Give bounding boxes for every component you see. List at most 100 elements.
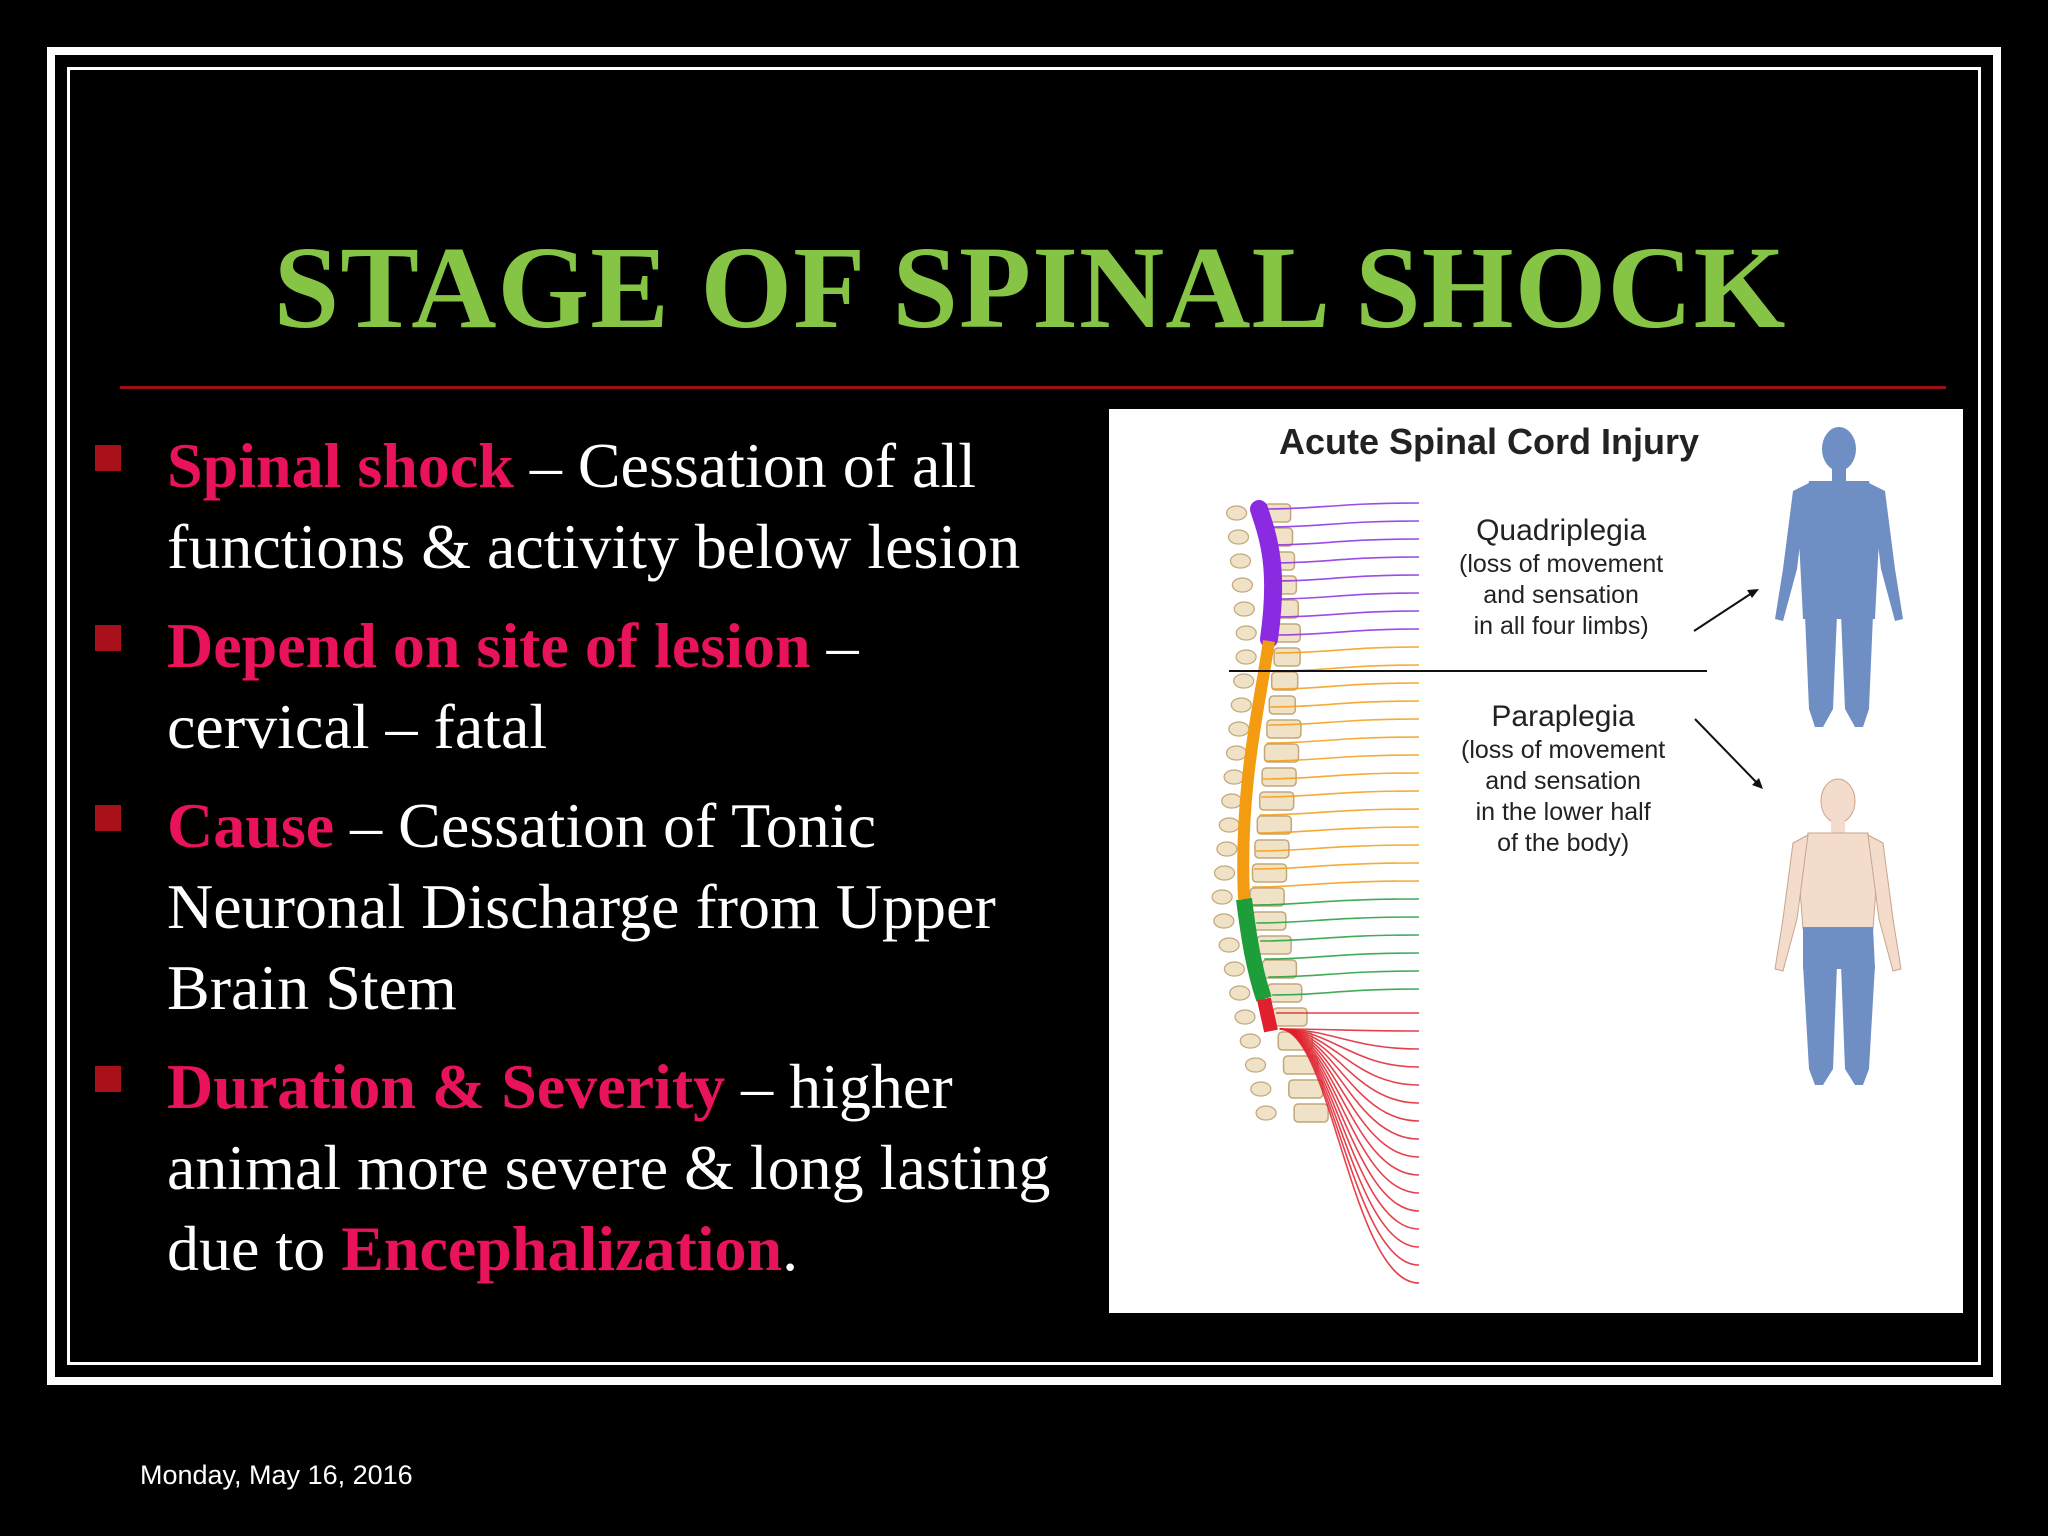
nerve-root [1272, 574, 1420, 582]
bullet-text: functions & activity below lesion [167, 511, 1021, 582]
nerve-root [1275, 610, 1420, 618]
nerve-root [1268, 520, 1420, 528]
vertebra-process [1235, 625, 1257, 641]
vertebra [1254, 839, 1290, 859]
bullet-marker [95, 1066, 121, 1092]
vertebra-process [1230, 697, 1252, 713]
vertebra [1256, 815, 1293, 835]
vertebra-process [1221, 793, 1243, 809]
vertebra [1249, 887, 1285, 907]
title-divider [120, 386, 1946, 389]
bullet-marker [95, 805, 121, 831]
vertebra-process [1218, 937, 1240, 953]
bullet-spinal-shock: Spinal shock – Cessation of all function… [90, 425, 1120, 587]
nerve-root [1268, 970, 1420, 978]
nerve-root [1279, 1028, 1420, 1284]
vertebra-process [1244, 1057, 1267, 1073]
bullet-term: Spinal shock [167, 430, 514, 501]
paraplegia-desc-line: and sensation [1485, 767, 1641, 795]
human-figure-quadriplegia [1775, 427, 1903, 727]
quadriplegia-desc-line: (loss of movement [1459, 550, 1664, 578]
bullet-duration-severity: Duration & Severity – higher animal more… [90, 1046, 1120, 1289]
paraplegia-desc-line: of the body) [1497, 829, 1630, 857]
vertebra-process [1213, 865, 1236, 881]
nerve-root [1259, 808, 1420, 816]
spinal-cord-cervical [1250, 500, 1283, 648]
vertebra [1293, 1103, 1329, 1123]
arrowhead-paraplegia [1752, 778, 1763, 789]
bullet-text: – Cessation of Tonic [334, 790, 876, 861]
nerve-root [1271, 556, 1420, 564]
nerve-root [1253, 862, 1420, 870]
quadriplegia-desc-line: and sensation [1483, 581, 1639, 609]
nerve-root [1270, 700, 1420, 708]
vertebra [1272, 1007, 1308, 1027]
nerve-root [1260, 934, 1420, 942]
slide-title: STAGE OF SPINAL SHOCK [273, 222, 1787, 353]
spinal-nerves [1252, 502, 1420, 1284]
vertebra-process [1228, 721, 1250, 737]
vertebra-process [1227, 529, 1250, 545]
nerve-root [1262, 772, 1420, 780]
vertebrae [1211, 503, 1329, 1123]
vertebra-process [1225, 745, 1248, 761]
vertebra-process [1229, 985, 1251, 1001]
arrow-paraplegia [1694, 718, 1760, 786]
nerve-root [1272, 988, 1420, 996]
vertebra-process [1213, 913, 1235, 929]
vertebra [1261, 767, 1297, 787]
nerve-root [1257, 826, 1420, 834]
nerve-root [1269, 538, 1420, 546]
vertebra [1261, 959, 1298, 979]
paraplegia-desc-line: in the lower half [1475, 798, 1651, 826]
bullet-text: due to [167, 1213, 342, 1284]
paraplegia-heading: Paraplegia [1491, 700, 1635, 733]
vertebra [1288, 1079, 1324, 1099]
bullet-marker [95, 445, 121, 471]
paraplegia-desc-line: (loss of movement [1461, 736, 1666, 764]
spinal-cord-injury-figure: Acute Spinal Cord Injury Quadriplegia (l… [1109, 409, 1963, 1313]
vertebra [1258, 791, 1295, 811]
label-paraplegia: Paraplegia (loss of movement and sensati… [1461, 699, 1665, 859]
vertebra-process [1239, 1033, 1261, 1049]
nerve-root [1252, 898, 1420, 906]
vertebra-process [1216, 841, 1238, 857]
vertebra-process [1218, 817, 1240, 833]
vertebra-process [1250, 1081, 1272, 1097]
spinal-cord-thoracic [1237, 640, 1275, 900]
vertebra [1256, 935, 1292, 955]
bullet-marker [95, 625, 121, 651]
vertebra [1266, 719, 1302, 739]
nerve-root [1274, 592, 1420, 600]
bullet-text: . [782, 1213, 799, 1284]
bullet-term: Duration & Severity [167, 1051, 726, 1122]
nerve-root [1252, 880, 1420, 888]
figure-title: Acute Spinal Cord Injury [1279, 421, 1700, 462]
bullet-text: Brain Stem [167, 952, 457, 1023]
bullet-list: Spinal shock – Cessation of all function… [90, 425, 1120, 1307]
footer-date: Monday, May 16, 2016 [140, 1460, 413, 1490]
quadriplegia-heading: Quadriplegia [1476, 514, 1647, 547]
nerve-root [1266, 502, 1420, 510]
vertebra-process [1231, 577, 1253, 593]
bullet-text: cervical – fatal [167, 691, 548, 762]
label-quadriplegia: Quadriplegia (loss of movement and sensa… [1459, 513, 1663, 642]
nerve-root [1256, 916, 1420, 924]
nerve-root [1266, 736, 1420, 744]
vertebra-process [1255, 1105, 1277, 1121]
vertebra-process [1223, 961, 1246, 977]
vertebra [1263, 743, 1300, 763]
vertebra-process [1234, 1009, 1256, 1025]
quadriplegia-desc-line: in all four limbs) [1473, 612, 1649, 640]
nerve-root [1277, 628, 1420, 636]
slide-frame-outer [47, 47, 2001, 1385]
spinal-cord-lumbar [1236, 898, 1272, 1002]
bullet-text: – Cessation of all [513, 430, 976, 501]
vertebra-process [1233, 601, 1255, 617]
bullet-text: – higher [725, 1051, 953, 1122]
vertebra [1273, 647, 1301, 667]
human-figure-paraplegia [1774, 778, 1902, 1085]
vertebra-process [1235, 649, 1257, 665]
vertebra-process [1223, 769, 1245, 785]
